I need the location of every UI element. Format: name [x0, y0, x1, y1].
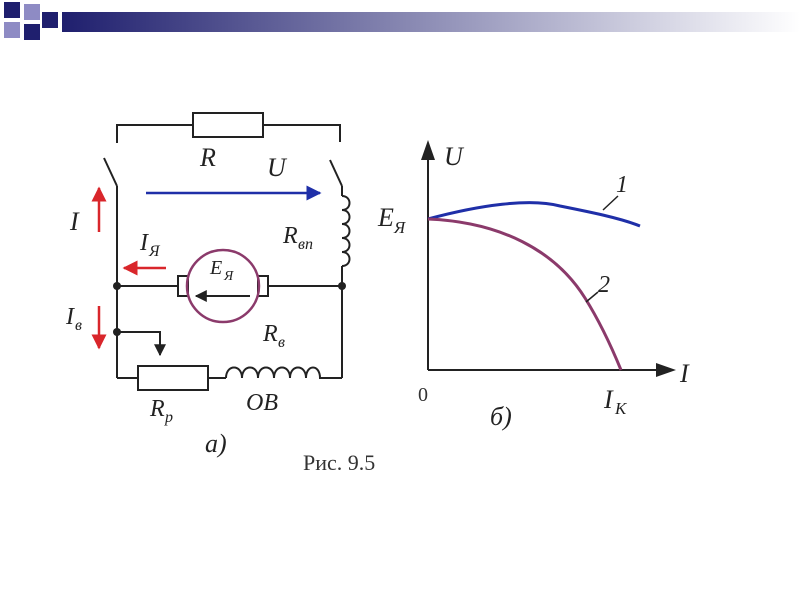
x-axis-arrowhead — [656, 363, 676, 377]
junction-dot — [113, 282, 121, 290]
label-U: U — [267, 153, 288, 182]
e-ya-label: E — [377, 203, 394, 232]
label-R-p-sub: р — [164, 409, 173, 426]
label-E-ya-sub: Я — [223, 269, 234, 284]
label-I-v: I — [65, 304, 75, 330]
curve-2-label: 2 — [598, 272, 610, 298]
label-R: R — [199, 143, 216, 172]
curve-2-leader — [585, 291, 599, 303]
label-R-v-sub: в — [278, 334, 285, 351]
e-ya-label-sub: Я — [393, 218, 406, 237]
curve-1-leader — [602, 195, 619, 211]
label-E-ya: E — [209, 257, 222, 279]
ik-label-sub: К — [614, 399, 628, 418]
label-I: I — [69, 207, 80, 236]
label-I-v-sub: в — [75, 317, 82, 334]
y-axis-label: U — [444, 142, 465, 171]
header-square — [4, 2, 20, 18]
characteristic-graph: U I 0 E Я I К 1 2 б) — [377, 140, 690, 431]
rheostat-tap-wire — [117, 331, 166, 357]
circuit-diagram: R U I I Я E Я R вп I в R в R р ОВ а) — [65, 112, 351, 458]
x-axis-label: I — [679, 359, 690, 388]
series-winding-R-vp — [341, 195, 351, 267]
figure-caption: Рис. 9.5 — [303, 450, 375, 475]
resistor-R — [192, 112, 264, 138]
label-R-p: R — [149, 396, 165, 422]
field-winding-OB — [225, 366, 342, 379]
header-band — [4, 2, 800, 40]
left-switch — [103, 157, 118, 187]
curve-1-label: 1 — [616, 172, 628, 198]
junction-dot — [338, 282, 346, 290]
y-axis-arrowhead — [421, 140, 435, 160]
caption-b: б) — [490, 402, 512, 431]
label-I-ya: I — [139, 230, 149, 256]
right-switch — [329, 159, 343, 187]
caption-a: а) — [205, 429, 227, 458]
label-R-vp-sub: вп — [298, 236, 313, 253]
header-square — [4, 22, 20, 38]
header-gradient-bar — [62, 12, 800, 32]
header-square — [24, 24, 40, 40]
curve-1 — [427, 201, 641, 228]
ik-label: I — [603, 385, 614, 414]
label-I-ya-sub: Я — [148, 243, 161, 260]
label-R-v: R — [262, 321, 278, 347]
header-square — [42, 12, 58, 28]
curve-2 — [427, 217, 623, 371]
origin-label: 0 — [418, 384, 428, 406]
label-OB: ОВ — [246, 390, 278, 416]
rheostat-R-p — [137, 365, 209, 391]
header-square — [24, 4, 40, 20]
top-wire — [116, 124, 341, 143]
armature-circle — [185, 248, 261, 324]
label-R-vp: R — [282, 223, 298, 249]
